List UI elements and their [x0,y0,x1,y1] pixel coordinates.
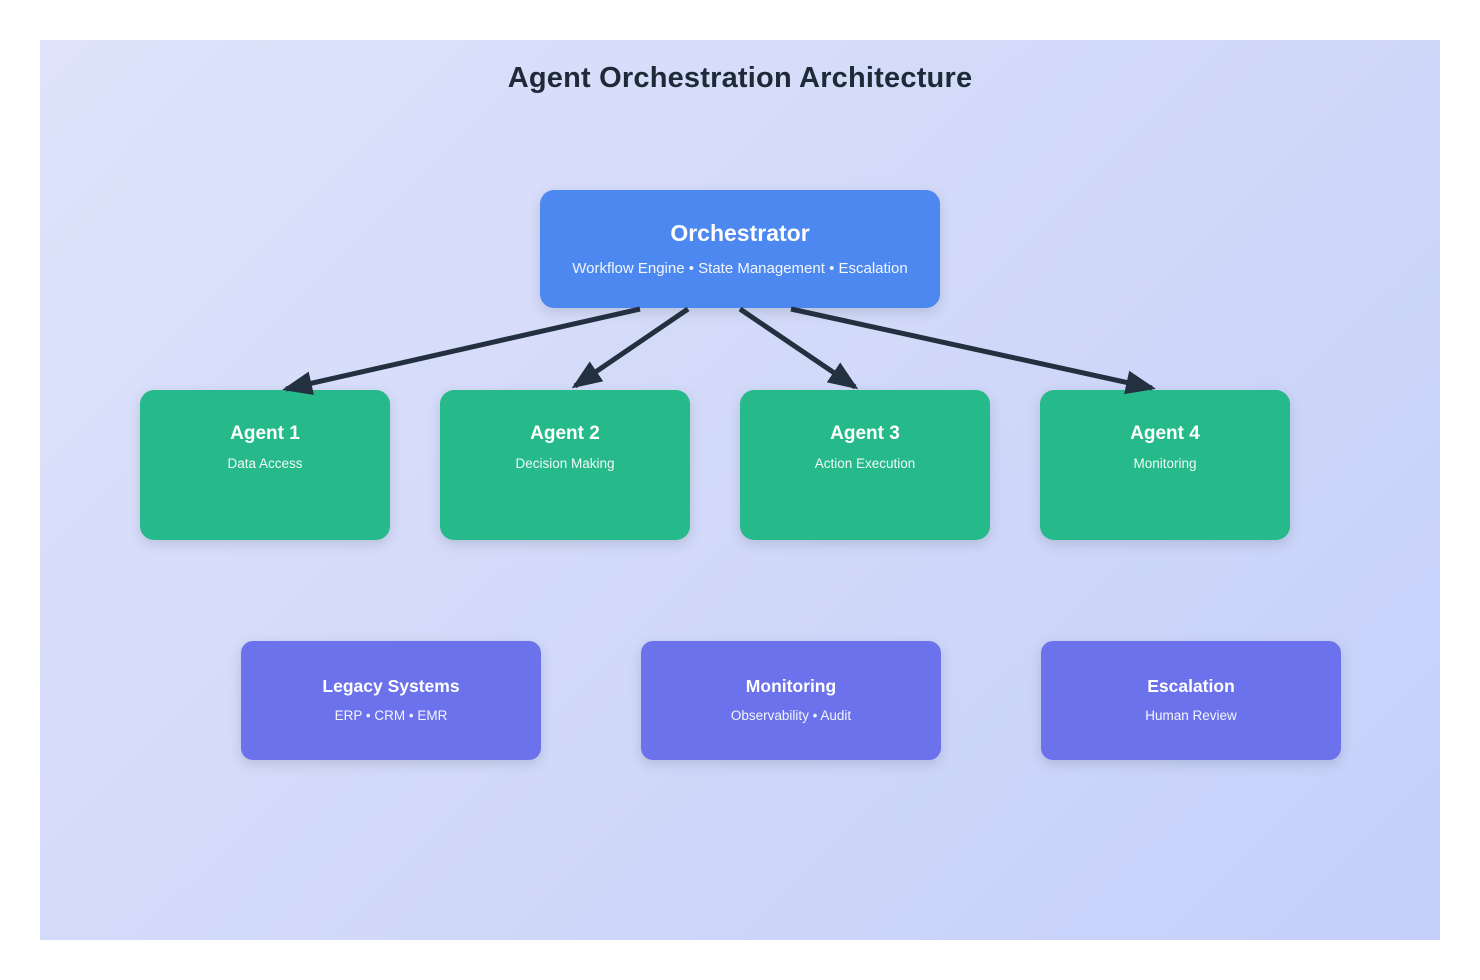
agent-2-title: Agent 2 [530,423,600,445]
agent-3-title: Agent 3 [830,423,900,445]
agent-node-2-content: Agent 2 Decision Making [515,423,614,472]
agent-1-subtitle: Data Access [227,456,303,472]
system-node-monitoring: Monitoring Observability • Audit [641,641,941,760]
legacy-systems-content: Legacy Systems ERP • CRM • EMR [322,676,459,724]
agent-node-4-content: Agent 4 Monitoring [1130,423,1200,472]
agent-node-3: Agent 3 Action Execution [740,390,990,540]
legacy-systems-subtitle: ERP • CRM • EMR [334,708,448,724]
agent-node-1-content: Agent 1 Data Access [227,423,302,472]
page-title: Agent Orchestration Architecture [507,62,973,94]
diagram-canvas: Agent Orchestration Architecture Orchest… [40,40,1440,940]
agent-node-3-content: Agent 3 Action Execution [815,423,916,472]
agent-3-subtitle: Action Execution [814,456,916,472]
agent-node-4: Agent 4 Monitoring [1040,390,1290,540]
orchestrator-title: Orchestrator [670,219,810,246]
monitoring-subtitle: Observability • Audit [730,708,852,724]
orchestrator-node-content: Orchestrator Workflow Engine • State Man… [572,220,907,278]
escalation-content: Escalation Human Review [1145,676,1237,724]
agent-1-title: Agent 1 [230,423,300,445]
agent-4-subtitle: Monitoring [1133,456,1197,472]
agent-2-subtitle: Decision Making [515,456,615,472]
orchestrator-subtitle: Workflow Engine • State Management • Esc… [572,260,908,278]
legacy-systems-title: Legacy Systems [322,676,460,697]
escalation-title: Escalation [1147,676,1235,697]
monitoring-title: Monitoring [745,676,837,697]
orchestrator-node: Orchestrator Workflow Engine • State Man… [540,190,940,308]
agent-4-title: Agent 4 [1130,423,1200,445]
system-node-legacy-systems: Legacy Systems ERP • CRM • EMR [241,641,541,760]
system-node-escalation: Escalation Human Review [1041,641,1341,760]
agent-node-1: Agent 1 Data Access [140,390,390,540]
escalation-subtitle: Human Review [1145,708,1237,724]
agent-node-2: Agent 2 Decision Making [440,390,690,540]
monitoring-content: Monitoring Observability • Audit [731,676,851,724]
